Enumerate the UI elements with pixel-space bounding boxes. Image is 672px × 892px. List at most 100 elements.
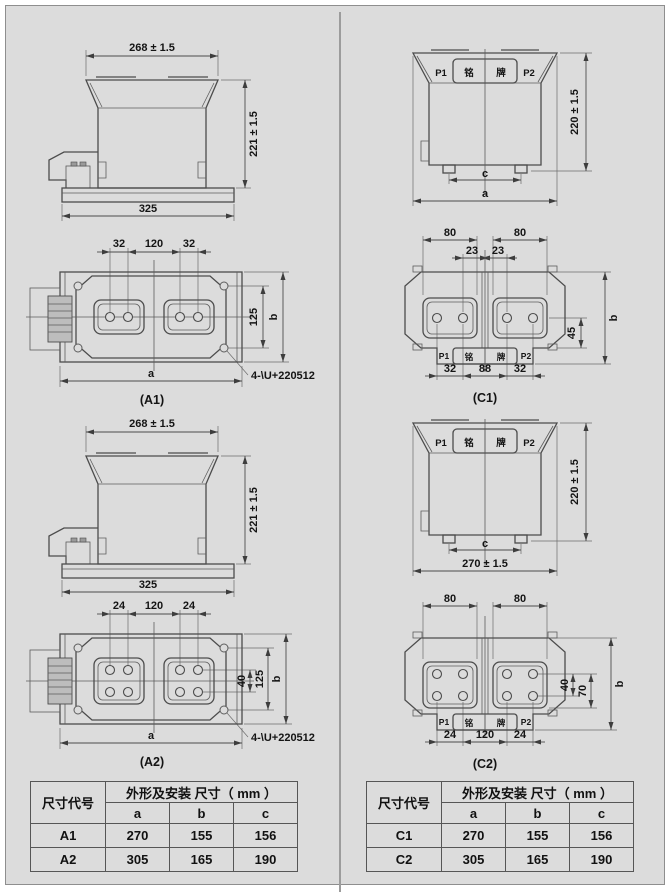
a1-top-mid-dim: 120 — [145, 238, 163, 250]
c2-top-p1-label: P1 — [439, 717, 450, 727]
c1-top-nameplate-char-left: 铭 — [465, 352, 474, 362]
view-label-c2: (C2) — [473, 757, 497, 771]
a2-top-row-gap-dim: 40 — [236, 675, 248, 687]
c1-a-cell: 270 — [441, 823, 506, 848]
a2-b-cell: 165 — [169, 847, 234, 872]
c-table-col-b: b — [505, 802, 570, 824]
column-divider-line — [339, 12, 341, 892]
c2-top-height-dim: b — [614, 680, 626, 687]
c1-top-depth-dim: 45 — [566, 327, 578, 339]
a2-primary-terminal-ribs — [47, 657, 73, 705]
a2-top-hole-span-dim: 125 — [254, 670, 266, 688]
c2-front-body — [411, 419, 559, 565]
a1-c-cell: 156 — [233, 823, 298, 848]
a2-top-hole-note: 4-\U+220512 — [251, 732, 315, 744]
c1-p2-label: P2 — [523, 68, 535, 79]
c1-top-bottom-right-dim: 32 — [514, 363, 526, 375]
c-table-col-a: a — [441, 802, 506, 824]
c1-top-bottom-mid-dim: 88 — [479, 363, 491, 375]
c2-top-bottom-right-dim: 24 — [514, 729, 527, 741]
c1-top-inner-right-dim: 23 — [492, 245, 504, 257]
a-table-code-header: 尺寸代号 — [30, 781, 106, 824]
c1-front-dim-lines — [412, 52, 592, 206]
c2-b-cell: 165 — [505, 847, 570, 872]
c1-top-right-dim: 80 — [514, 227, 526, 239]
a1-top-body — [26, 260, 254, 371]
a2-code-cell: A2 — [30, 847, 106, 872]
a-dimension-table: 尺寸代号 外形及安装 尺寸（ mm ） a b c A1 270 155 156… — [30, 781, 298, 872]
c2-nameplate-char-left: 铭 — [464, 437, 474, 449]
a1-side-height-dim: 221 ± 1.5 — [248, 111, 260, 157]
c-table-col-c: c — [569, 802, 634, 824]
c1-b-cell: 155 — [505, 823, 570, 848]
c2-top-p2-label: P2 — [521, 717, 532, 727]
a2-side-view-drawing: 268 ± 1.5 221 ± 1.5 325 — [48, 418, 260, 597]
c1-top-height-dim: b — [608, 314, 620, 321]
a1-top-hole-span-dim: 125 — [248, 308, 260, 326]
table-row: A1 270 155 156 — [30, 823, 298, 848]
c2-front-width-dim: 270 ± 1.5 — [462, 558, 508, 570]
a2-top-width-dim: a — [148, 730, 155, 742]
c1-top-left-dim: 80 — [444, 227, 456, 239]
a1-side-base-dim: 325 — [139, 203, 157, 215]
a1-side-top-width-dim: 268 ± 1.5 — [129, 42, 175, 54]
c1-c-cell: 156 — [569, 823, 634, 848]
c2-nameplate-char-right: 牌 — [496, 437, 506, 449]
c1-top-bottom-left-dim: 32 — [444, 363, 456, 375]
c2-p1-label: P1 — [435, 438, 447, 449]
c1-top-view-drawing: 80 80 23 23 45 b 32 88 32 P1 铭 牌 P2 (C1) — [404, 227, 620, 405]
a2-top-body — [26, 622, 254, 733]
c1-top-nameplate-char-right: 牌 — [497, 352, 506, 362]
table-row: C1 270 155 156 — [366, 823, 634, 848]
view-label-c1: (C1) — [473, 391, 497, 405]
c1-p1-label: P1 — [435, 68, 447, 79]
a1-side-body-outline — [48, 76, 235, 203]
c-dimension-table: 尺寸代号 外形及安装 尺寸（ mm ） a b c C1 270 155 156… — [366, 781, 634, 872]
c1-top-body — [404, 250, 566, 372]
a-table-col-c: c — [233, 802, 298, 824]
c1-front-view-drawing: P1 铭 牌 P2 220 ± 1.5 c a — [411, 49, 592, 206]
c2-c-cell: 190 — [569, 847, 634, 872]
a2-top-dim-lines — [59, 610, 292, 749]
a2-side-height-dim: 221 ± 1.5 — [248, 487, 260, 533]
c2-p2-label: P2 — [523, 438, 535, 449]
c2-code-cell: C2 — [366, 847, 442, 872]
c1-front-width-dim: a — [482, 188, 489, 200]
a2-side-body-outline — [48, 452, 235, 579]
c1-code-cell: C1 — [366, 823, 442, 848]
c2-top-row-span-dim: 70 — [577, 685, 589, 697]
a1-a-cell: 270 — [105, 823, 170, 848]
a2-top-right-dim: 24 — [183, 600, 196, 612]
a2-c-cell: 190 — [233, 847, 298, 872]
c2-top-nameplate-char-left: 铭 — [465, 718, 474, 728]
c1-nameplate-char-right: 牌 — [496, 67, 506, 79]
c2-top-nameplate-char-right: 牌 — [497, 718, 506, 728]
table-row: A2 305 165 190 — [30, 847, 298, 872]
c1-top-p1-label: P1 — [439, 351, 450, 361]
a2-top-mid-dim: 120 — [145, 600, 163, 612]
a1-top-width-dim: a — [148, 368, 155, 380]
a1-top-view-drawing: 32 120 32 125 b a 4-\U+220512 (A1) — [26, 238, 315, 407]
c2-top-body — [404, 616, 566, 738]
c1-top-inner-left-dim: 23 — [466, 245, 478, 257]
c-table-code-header: 尺寸代号 — [366, 781, 442, 824]
a2-side-base-dim: 325 — [139, 579, 157, 591]
a1-side-dim-lines — [61, 50, 251, 221]
c1-front-feet-dim: c — [482, 168, 488, 180]
view-label-a2: (A2) — [140, 755, 164, 769]
a1-code-cell: A1 — [30, 823, 106, 848]
a2-a-cell: 305 — [105, 847, 170, 872]
c2-top-view-drawing: 80 80 40 70 b 24 120 24 P1 铭 牌 P2 (C2) — [404, 593, 626, 771]
view-label-a1: (A1) — [140, 393, 164, 407]
c2-top-left-dim: 80 — [444, 593, 456, 605]
a-table-dims-header: 外形及安装 尺寸（ mm ） — [105, 781, 298, 803]
c1-front-body — [411, 49, 559, 195]
a-table-col-b: b — [169, 802, 234, 824]
a2-side-top-width-dim: 268 ± 1.5 — [129, 418, 175, 430]
c2-front-view-drawing: P1 铭 牌 P2 220 ± 1.5 c 270 ± 1.5 — [411, 419, 592, 576]
c2-top-bottom-mid-dim: 120 — [476, 729, 494, 741]
c2-a-cell: 305 — [441, 847, 506, 872]
c-table-dims-header: 外形及安装 尺寸（ mm ） — [441, 781, 634, 803]
c2-top-bottom-left-dim: 24 — [444, 729, 457, 741]
